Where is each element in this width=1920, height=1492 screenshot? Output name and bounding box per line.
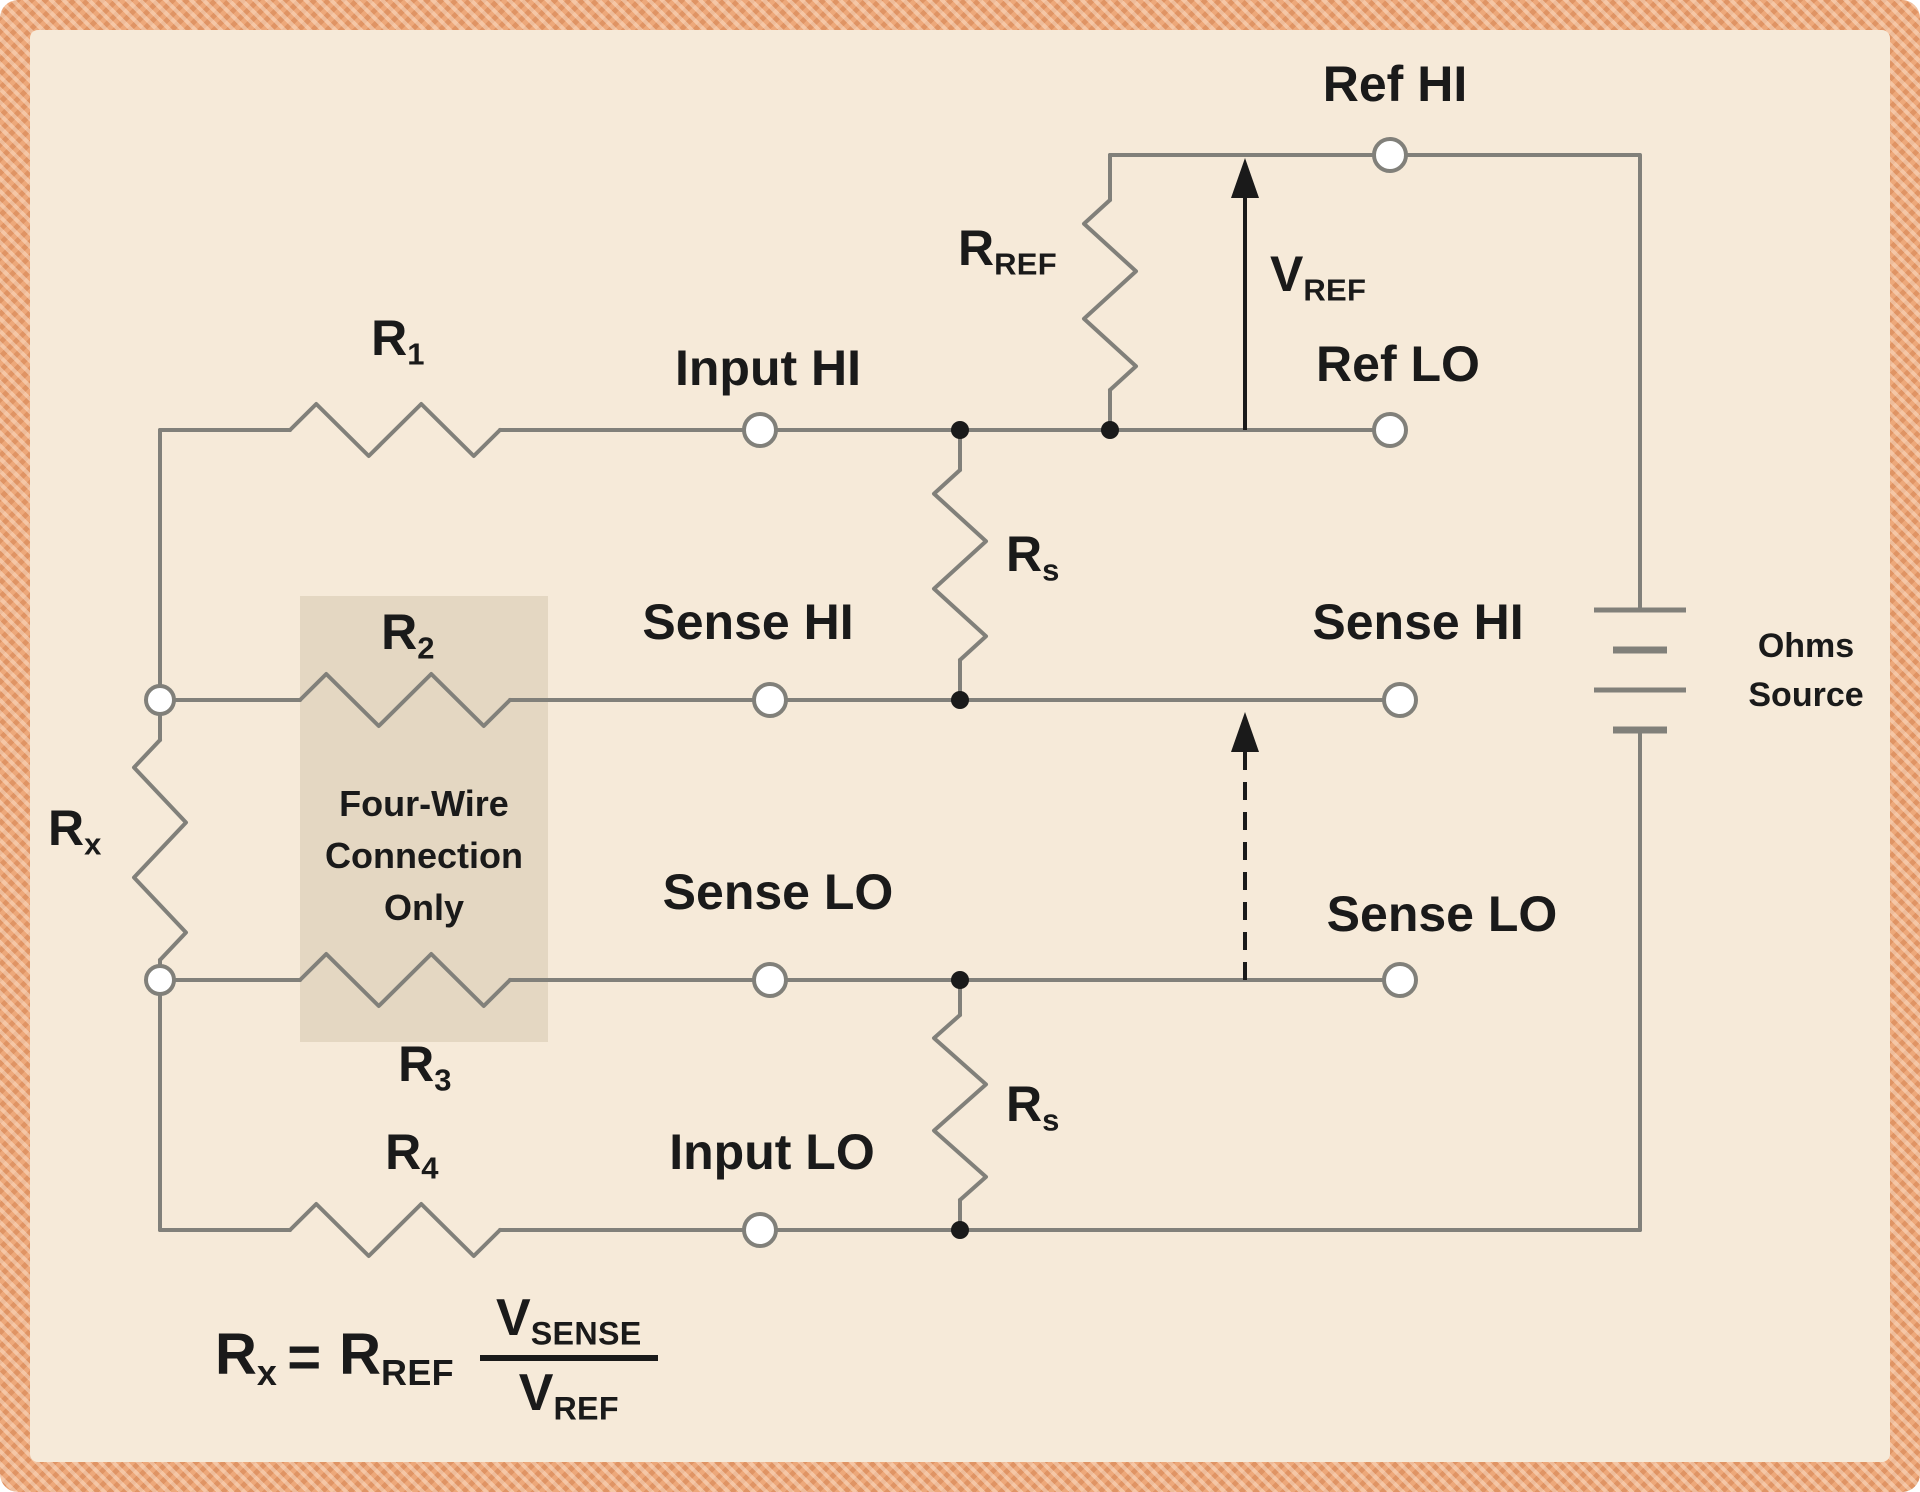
label-rs-upper: Rs [1006, 528, 1060, 587]
formula-equals: = [287, 1325, 322, 1391]
label-rs-lower-sub: s [1042, 1102, 1060, 1138]
formula-num-main: V [496, 1289, 531, 1347]
formula-numerator: VSENSE [480, 1286, 658, 1355]
label-r4-sub: 4 [421, 1150, 439, 1186]
formula-fraction-bar [480, 1354, 658, 1361]
resistor-rs-lower [932, 1013, 988, 1202]
formula-coef: RREF [339, 1321, 454, 1394]
label-sense-hi-left-text: Sense HI [642, 594, 854, 650]
label-four-wire: Four-Wire Connection Only [325, 778, 523, 935]
terminal-input-lo [742, 1212, 778, 1248]
label-four-wire-line1: Four-Wire [339, 783, 509, 824]
label-rref-sub: REF [994, 246, 1058, 282]
vsense-arrow-head [1231, 712, 1259, 752]
formula-coef-main: R [339, 1322, 382, 1388]
label-sense-hi-left: Sense HI [642, 596, 853, 649]
terminal-ref-hi [1372, 137, 1408, 173]
vsense-arrow [1231, 712, 1259, 980]
label-vref-sub: REF [1303, 272, 1367, 308]
terminal-sense-hi-right [1382, 682, 1418, 718]
junction-dots [951, 421, 1119, 1239]
label-sense-hi-right-text: Sense HI [1312, 594, 1524, 650]
node-rx-bottom [144, 964, 176, 996]
label-sense-hi-right: Sense HI [1312, 596, 1523, 649]
label-vref: VREF [1270, 248, 1366, 307]
label-sense-lo-right: Sense LO [1327, 888, 1558, 941]
label-r3-main: R [398, 1036, 435, 1092]
junction-dot [951, 691, 969, 709]
ohms-source-battery [1594, 607, 1686, 734]
formula-lhs-main: R [215, 1322, 257, 1388]
label-rs-lower: Rs [1006, 1078, 1060, 1137]
label-sense-lo-right-text: Sense LO [1326, 886, 1558, 942]
label-r4: R4 [385, 1126, 439, 1185]
formula-lhs: Rx [215, 1321, 277, 1394]
formula-den-sub: REF [553, 1390, 619, 1427]
terminal-sense-lo-left [752, 962, 788, 998]
label-four-wire-line3: Only [383, 887, 465, 929]
label-sense-lo-left: Sense LO [663, 866, 894, 919]
terminal-sense-lo-right [1382, 962, 1418, 998]
resistor-r3 [298, 952, 512, 1008]
resistor-rx [132, 738, 188, 962]
formula-num-sub: SENSE [530, 1315, 642, 1352]
junction-dot [1101, 421, 1119, 439]
terminal-ref-lo [1372, 412, 1408, 448]
formula: Rx = RREF VSENSE VREF [215, 1286, 658, 1429]
label-r3-sub: 3 [434, 1062, 452, 1098]
terminals [144, 137, 1418, 1248]
label-ref-lo: Ref LO [1316, 338, 1480, 391]
label-ohms-source-line1: Ohms [1757, 627, 1855, 665]
label-r3: R3 [398, 1038, 452, 1097]
resistor-rref [1082, 198, 1138, 392]
label-rs-upper-main: R [1006, 526, 1043, 582]
label-rx-main: R [48, 800, 85, 856]
label-r2: R2 [381, 606, 435, 665]
formula-denominator: VREF [503, 1361, 635, 1430]
resistor-rs-upper [932, 468, 988, 662]
label-ohms-source-line2: Source [1748, 676, 1864, 715]
label-rref-main: R [958, 220, 995, 276]
label-vref-main: V [1270, 246, 1304, 302]
label-input-lo-text: Input LO [669, 1124, 875, 1180]
resistor-r1 [288, 402, 502, 458]
label-input-lo: Input LO [669, 1126, 875, 1179]
label-ohms-source: Ohms Source [1748, 622, 1863, 721]
junction-dot [951, 1221, 969, 1239]
vref-arrow [1231, 158, 1259, 430]
junction-dot [951, 421, 969, 439]
formula-fraction: VSENSE VREF [480, 1286, 658, 1429]
label-r2-main: R [381, 604, 418, 660]
label-r4-main: R [385, 1124, 422, 1180]
resistor-r2 [298, 672, 512, 728]
terminal-sense-hi-left [752, 682, 788, 718]
formula-den-main: V [518, 1363, 554, 1422]
formula-coef-sub: REF [381, 1352, 455, 1394]
label-r1-main: R [371, 310, 408, 366]
label-ref-hi-text: Ref HI [1322, 56, 1468, 112]
label-input-hi: Input HI [675, 342, 861, 395]
formula-lhs-sub: x [256, 1352, 278, 1394]
label-r2-sub: 2 [417, 630, 435, 666]
label-sense-lo-left-text: Sense LO [662, 864, 894, 920]
junction-dot [951, 971, 969, 989]
label-ref-lo-text: Ref LO [1316, 336, 1480, 392]
vref-arrow-head [1231, 158, 1259, 198]
label-r1-sub: 1 [407, 336, 425, 372]
label-rs-lower-main: R [1006, 1076, 1043, 1132]
resistor-r4 [288, 1202, 502, 1258]
wire-ref-hi [1108, 153, 1642, 612]
label-rref: RREF [958, 222, 1057, 281]
label-r1: R1 [371, 312, 425, 371]
label-four-wire-line2: Connection [325, 835, 523, 877]
label-ref-hi: Ref HI [1323, 58, 1467, 111]
terminal-input-hi [742, 412, 778, 448]
label-rx-sub: x [84, 826, 102, 862]
label-rs-upper-sub: s [1042, 552, 1060, 588]
label-input-hi-text: Input HI [674, 340, 862, 396]
node-rx-top [144, 684, 176, 716]
label-rx: Rx [48, 802, 102, 861]
